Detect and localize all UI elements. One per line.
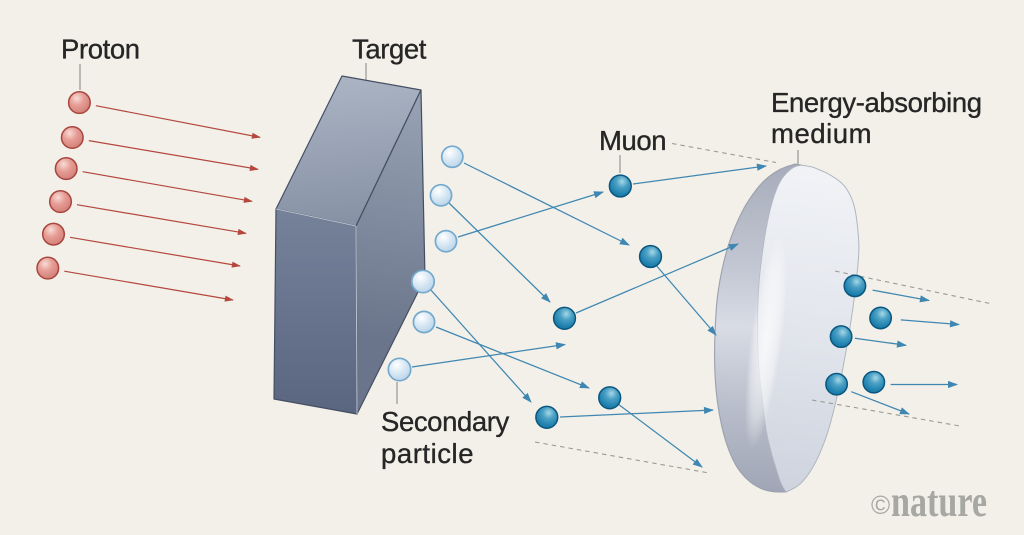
- svg-text:©: ©: [871, 490, 890, 520]
- svg-text:Muon: Muon: [599, 125, 666, 156]
- svg-text:particle: particle: [381, 438, 474, 469]
- svg-text:nature: nature: [891, 477, 987, 526]
- svg-text:medium: medium: [771, 118, 872, 149]
- svg-text:Proton: Proton: [61, 34, 140, 65]
- svg-text:Secondary: Secondary: [381, 406, 510, 437]
- svg-text:Energy-absorbing: Energy-absorbing: [771, 87, 982, 118]
- svg-text:Target: Target: [352, 34, 427, 65]
